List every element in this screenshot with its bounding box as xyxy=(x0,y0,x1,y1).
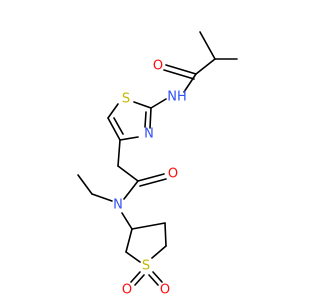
bond xyxy=(117,165,139,182)
bond xyxy=(107,117,121,141)
bond xyxy=(107,103,119,119)
atom-label: NH xyxy=(167,90,187,105)
bond xyxy=(139,178,167,187)
atom-label: O xyxy=(122,283,132,298)
bond xyxy=(121,212,133,230)
bond xyxy=(131,222,166,230)
bond xyxy=(125,228,133,253)
bonds xyxy=(77,31,238,286)
bond xyxy=(150,98,167,109)
bond xyxy=(125,251,141,263)
bond xyxy=(183,73,197,93)
bond xyxy=(119,136,139,141)
bond xyxy=(163,69,195,80)
bond xyxy=(117,139,121,167)
atom-label: O xyxy=(153,59,163,74)
bond xyxy=(144,111,147,128)
bond xyxy=(165,64,197,75)
bond xyxy=(164,222,167,247)
bond xyxy=(152,271,163,283)
bond xyxy=(199,31,216,60)
atom-label: O xyxy=(168,167,178,182)
atom-label: O xyxy=(160,283,170,298)
bond xyxy=(149,107,152,129)
bond xyxy=(91,193,113,202)
atom-labels: O NH S N O N S O O xyxy=(113,59,187,298)
atom-label: S xyxy=(122,92,130,107)
bond xyxy=(77,174,93,195)
bond xyxy=(113,117,124,135)
bond xyxy=(137,173,165,182)
bond xyxy=(123,180,139,200)
bond xyxy=(133,101,152,109)
atom-label: N xyxy=(113,198,123,213)
bond xyxy=(148,274,159,286)
molecule-diagram: O NH S N O N S O O xyxy=(77,31,238,298)
bond xyxy=(134,274,145,286)
atom-label: N xyxy=(144,127,154,142)
atom-label: S xyxy=(142,259,150,274)
bond xyxy=(151,245,167,259)
bond xyxy=(130,271,141,283)
bond xyxy=(195,58,216,75)
